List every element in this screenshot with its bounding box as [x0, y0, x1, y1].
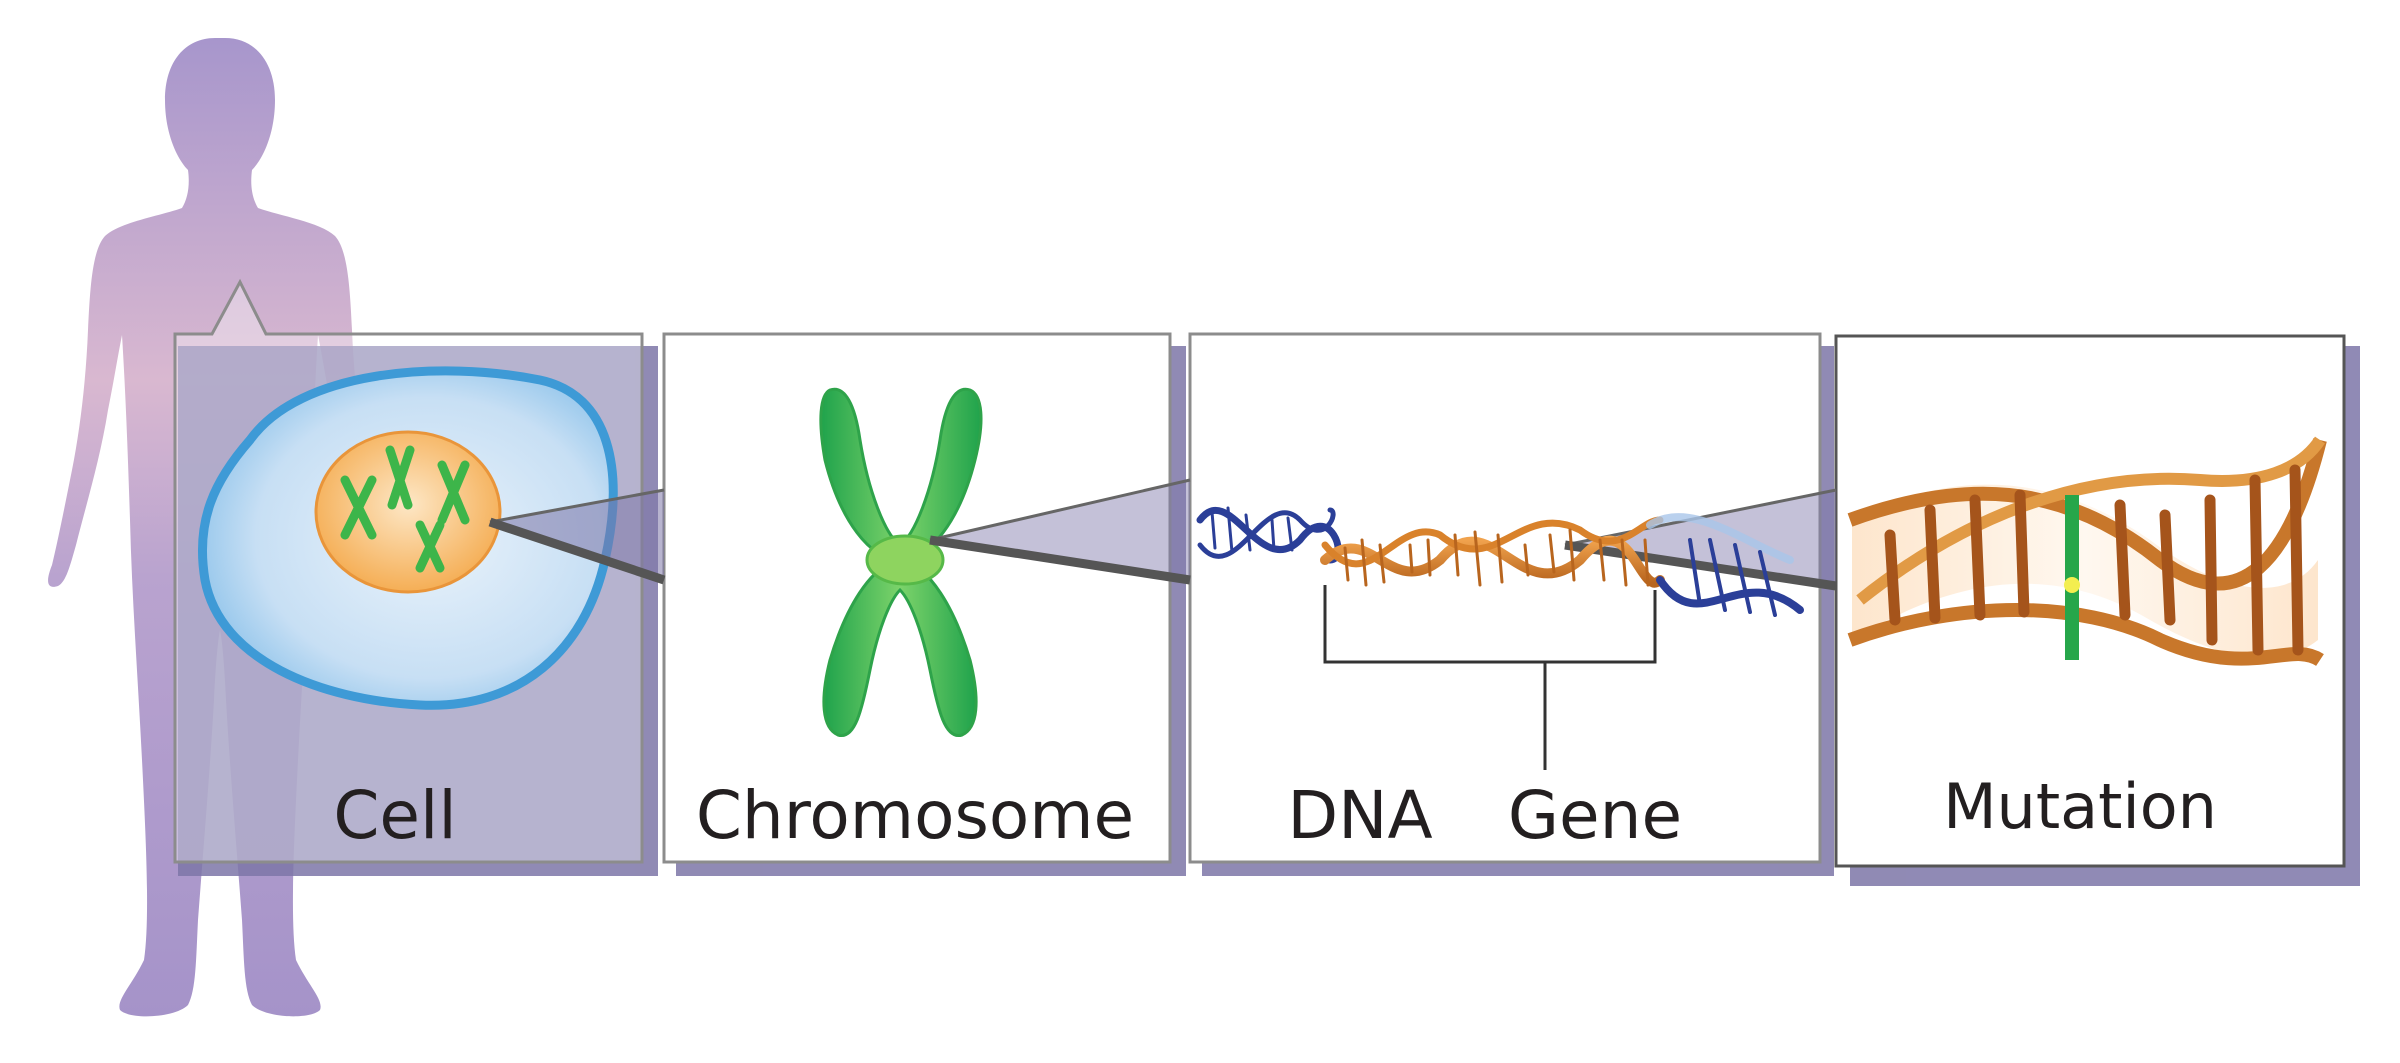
centromere — [865, 534, 945, 586]
chromosome-illustration — [819, 387, 983, 737]
cell-label: Cell — [333, 777, 456, 854]
gene-bracket — [1323, 585, 1657, 770]
nucleus — [314, 430, 502, 594]
chromosome-label: Chromosome — [696, 777, 1134, 854]
zoom-connectors — [488, 478, 1837, 591]
gene-label: Gene — [1508, 777, 1682, 854]
dna-helix — [1196, 506, 1804, 617]
mutation-illustration — [1847, 436, 2327, 667]
mutation-label: Mutation — [1943, 770, 2217, 843]
cell-illustration — [197, 366, 618, 710]
dna-label: DNA — [1287, 777, 1432, 854]
